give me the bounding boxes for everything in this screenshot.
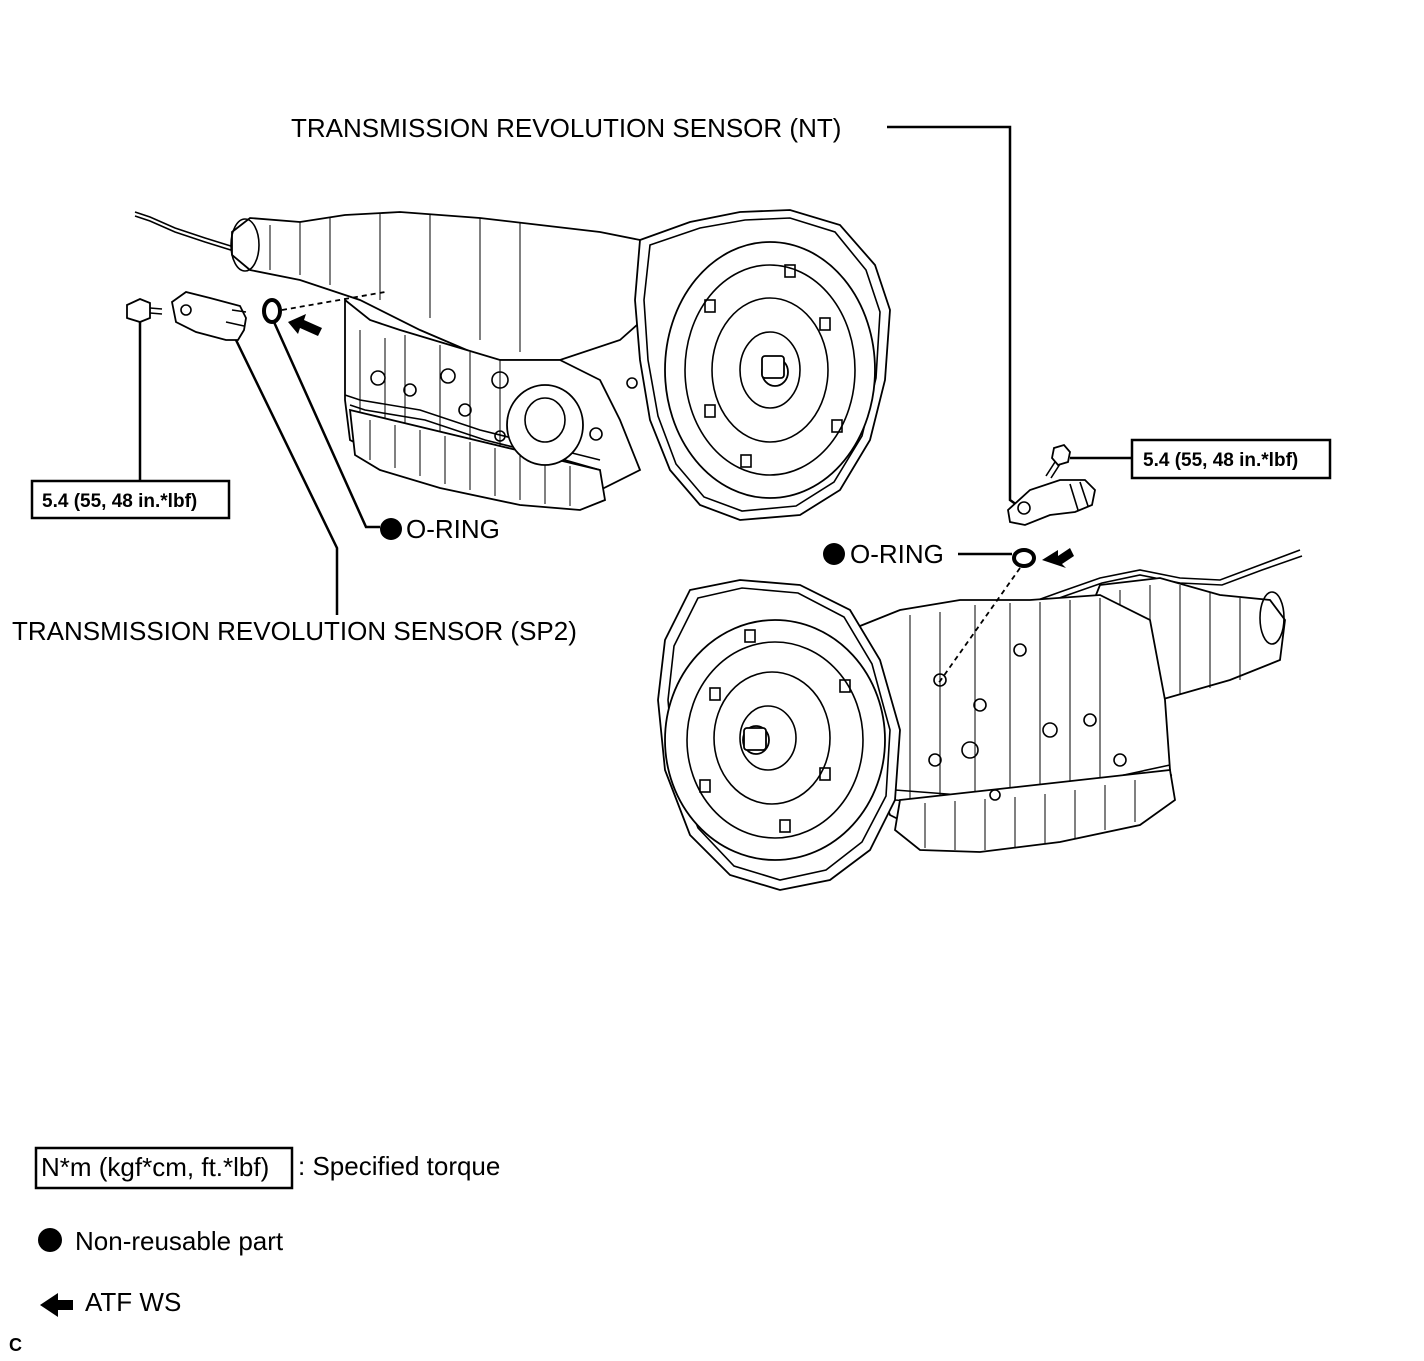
torque-right-label: 5.4 (55, 48 in.*lbf) xyxy=(1143,450,1298,471)
legend-nonreusable: Non-reusable part xyxy=(75,1226,284,1256)
legend-torque-desc: : Specified torque xyxy=(298,1151,500,1181)
nonreusable-dot-icon xyxy=(823,543,845,565)
torque-left-box xyxy=(30,479,231,520)
nt-bolt-icon xyxy=(1051,443,1071,467)
legend-atf: ATF WS xyxy=(85,1287,181,1317)
sp2-oring-icon xyxy=(262,298,282,324)
legend: N*m (kgf*cm, ft.*lbf) : Specified torque… xyxy=(34,1146,500,1317)
nt-sensor-icon xyxy=(1007,479,1096,526)
nonreusable-dot-icon xyxy=(38,1228,62,1252)
atf-arrow-icon xyxy=(1042,548,1074,568)
oring-right-label: O-RING xyxy=(850,539,944,569)
oring-left-label: O-RING xyxy=(406,514,500,544)
sp2-sensor-assembly xyxy=(126,291,386,341)
atf-arrow-icon xyxy=(40,1293,73,1317)
nt-oring-icon xyxy=(1012,548,1036,568)
torque-left-label: 5.4 (55, 48 in.*lbf) xyxy=(42,491,197,512)
torque-right-box xyxy=(1130,438,1332,480)
sp2-bolt-icon xyxy=(126,298,151,323)
nt-leader-line xyxy=(887,125,1025,512)
sensor-nt-label: TRANSMISSION REVOLUTION SENSOR (NT) xyxy=(291,113,841,143)
upper-leader-lines xyxy=(138,321,380,615)
nonreusable-dot-icon xyxy=(380,518,402,540)
atf-arrow-icon xyxy=(288,314,322,336)
upper-transmission-illustration xyxy=(134,209,891,521)
corner-mark: C xyxy=(9,1335,22,1355)
sensor-sp2-label: TRANSMISSION REVOLUTION SENSOR (SP2) xyxy=(12,616,577,646)
legend-torque-box xyxy=(34,1146,294,1190)
legend-torque-units: N*m (kgf*cm, ft.*lbf) xyxy=(41,1152,269,1182)
lower-transmission-illustration xyxy=(657,549,1303,891)
nt-sensor-assembly xyxy=(937,443,1096,685)
sp2-sensor-icon xyxy=(171,291,247,341)
